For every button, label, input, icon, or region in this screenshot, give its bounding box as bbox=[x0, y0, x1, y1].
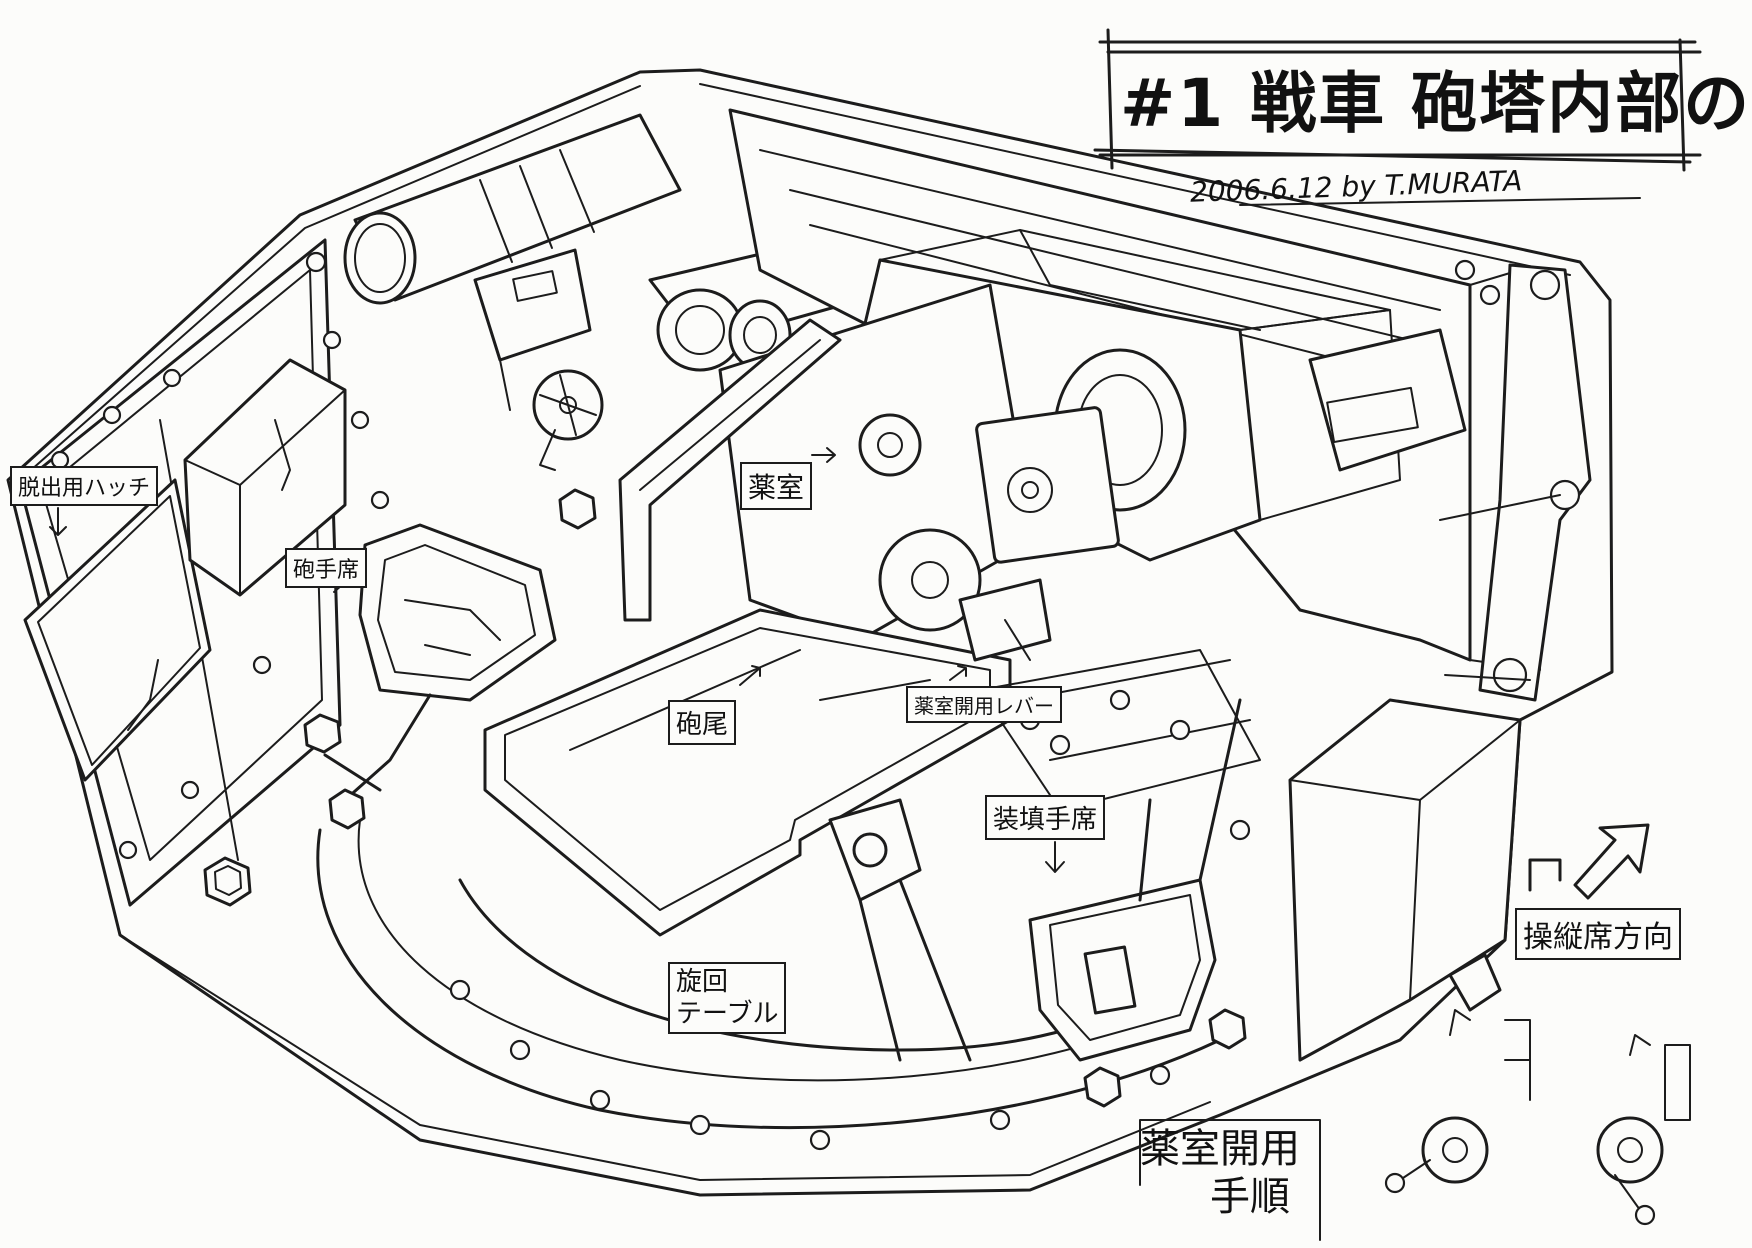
label-turntable-line2: テーブル bbox=[676, 999, 779, 1029]
gun-cradle-frame bbox=[618, 318, 842, 622]
label-turntable-line1: 旋回 bbox=[676, 967, 729, 997]
radio-box bbox=[1308, 328, 1467, 472]
floor-panels bbox=[979, 649, 1261, 811]
label-procedure-line2: 手順 bbox=[1210, 1174, 1290, 1220]
label-chamber: 薬室 bbox=[740, 462, 813, 510]
breech-deflector bbox=[483, 608, 1012, 937]
sight-bracket bbox=[473, 248, 592, 411]
page-title: #1 戦車 砲塔内部の bbox=[1120, 65, 1752, 142]
label-loader-seat: 装填手席 bbox=[985, 795, 1106, 840]
loader-seat bbox=[1028, 698, 1242, 1062]
elevation-handwheel bbox=[958, 578, 1052, 662]
label-driver-direction: 操縦席方向 bbox=[1515, 908, 1681, 960]
hex-bolts bbox=[203, 488, 1247, 1108]
procedure-step-1 bbox=[1384, 953, 1531, 1194]
right-bracket-arm bbox=[1439, 263, 1592, 702]
procedure-bracket bbox=[1139, 1119, 1321, 1241]
right-floor-box bbox=[1288, 698, 1522, 1062]
label-escape-hatch: 脱出用ハッチ bbox=[10, 466, 159, 506]
label-turntable: 旋回 テーブル bbox=[668, 962, 787, 1034]
label-procedure-line1: 薬室開用 bbox=[1140, 1126, 1300, 1172]
escape-hatch-door bbox=[23, 478, 212, 782]
storage-box bbox=[183, 358, 347, 597]
label-procedure: 薬室開用 手順 bbox=[1140, 1125, 1300, 1221]
traverse-handwheel bbox=[532, 369, 604, 471]
title-frame bbox=[1093, 28, 1702, 172]
gunner-seat bbox=[323, 523, 557, 802]
vent-cylinders bbox=[343, 113, 682, 305]
center-column bbox=[828, 798, 972, 1062]
procedure-step-2 bbox=[1596, 1034, 1691, 1226]
label-breech: 砲尾 bbox=[668, 700, 737, 745]
label-chamber-lever: 薬室開用レバー bbox=[906, 686, 1062, 723]
label-gunner-seat: 砲手席 bbox=[285, 548, 368, 588]
driver-direction-arrow bbox=[1528, 823, 1650, 900]
rivets bbox=[50, 251, 1501, 1151]
